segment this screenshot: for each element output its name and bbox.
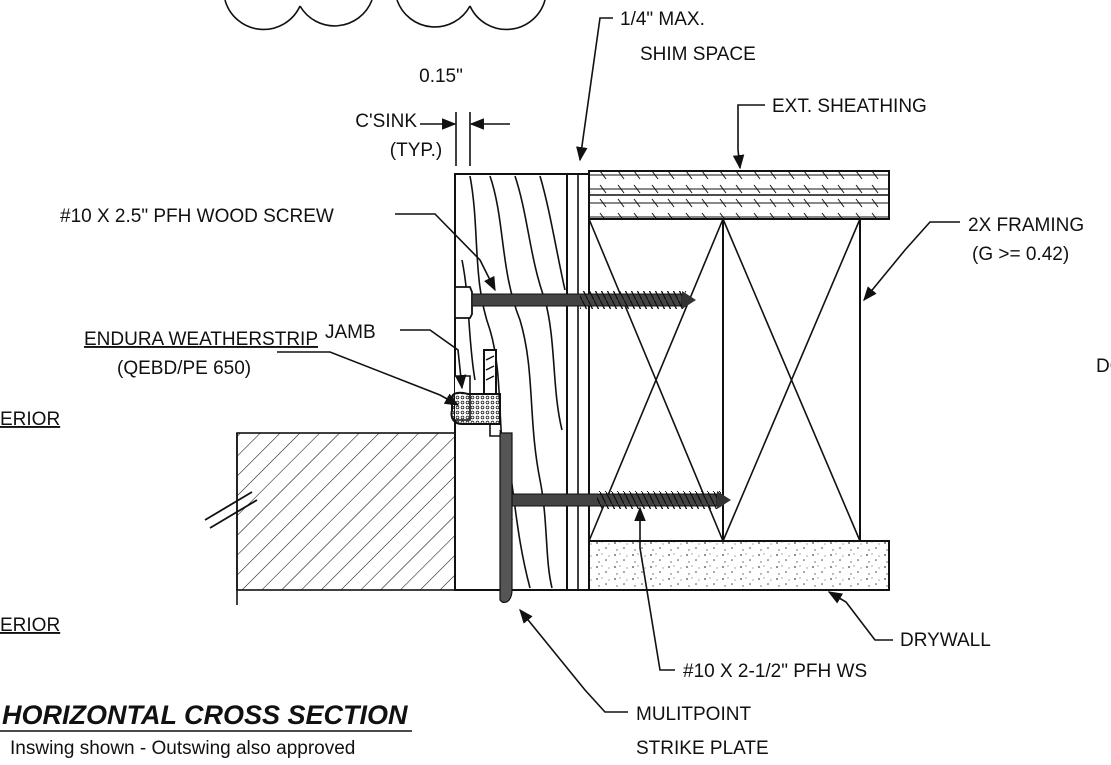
csink-typ-label: (TYP.) <box>390 140 442 161</box>
drywall <box>588 540 890 591</box>
shim-space <box>566 173 590 591</box>
wood-screw-upper <box>454 286 696 319</box>
framing-label-2: (G >= 0.42) <box>972 244 1069 265</box>
endura-weatherstrip <box>450 349 501 437</box>
wood-screw-lower <box>511 491 731 509</box>
csink-value-label: 0.15" <box>419 66 463 87</box>
interior-label: ERIOR <box>0 615 60 636</box>
strike-plate-label-1: MULITPOINT <box>636 704 751 725</box>
framing-2x <box>588 218 861 542</box>
ws-screw-label: #10 X 2-1/2" PFH WS <box>683 661 867 682</box>
csink-text-label: C'SINK <box>355 111 417 132</box>
weatherstrip-label-2: (QEBD/PE 650) <box>117 358 251 379</box>
right-edge-label: DO <box>1096 356 1111 377</box>
weatherstrip-label-1: ENDURA WEATHERSTRIP <box>84 329 318 350</box>
wood-screw-label: #10 X 2.5" PFH WOOD SCREW <box>60 206 334 227</box>
leader-lines <box>277 17 960 713</box>
door-slab <box>204 432 492 605</box>
exterior-sheathing <box>588 170 890 220</box>
strike-plate-label-2: STRIKE PLATE <box>636 738 769 759</box>
strike-plate <box>499 432 513 603</box>
shim-space-label-1: 1/4" MAX. <box>620 9 705 30</box>
detail-callout-circles <box>224 0 546 31</box>
section-title: HORIZONTAL CROSS SECTION <box>2 700 408 730</box>
jamb-label: JAMB <box>325 322 376 343</box>
framing-label-1: 2X FRAMING <box>968 215 1084 236</box>
csink-dimension <box>420 112 510 166</box>
drywall-label: DRYWALL <box>900 630 991 651</box>
section-subtitle: Inswing shown - Outswing also approved <box>10 738 355 759</box>
ext-sheathing-label: EXT. SHEATHING <box>772 96 927 117</box>
shim-space-label-2: SHIM SPACE <box>640 44 756 65</box>
exterior-label: ERIOR <box>0 409 60 430</box>
